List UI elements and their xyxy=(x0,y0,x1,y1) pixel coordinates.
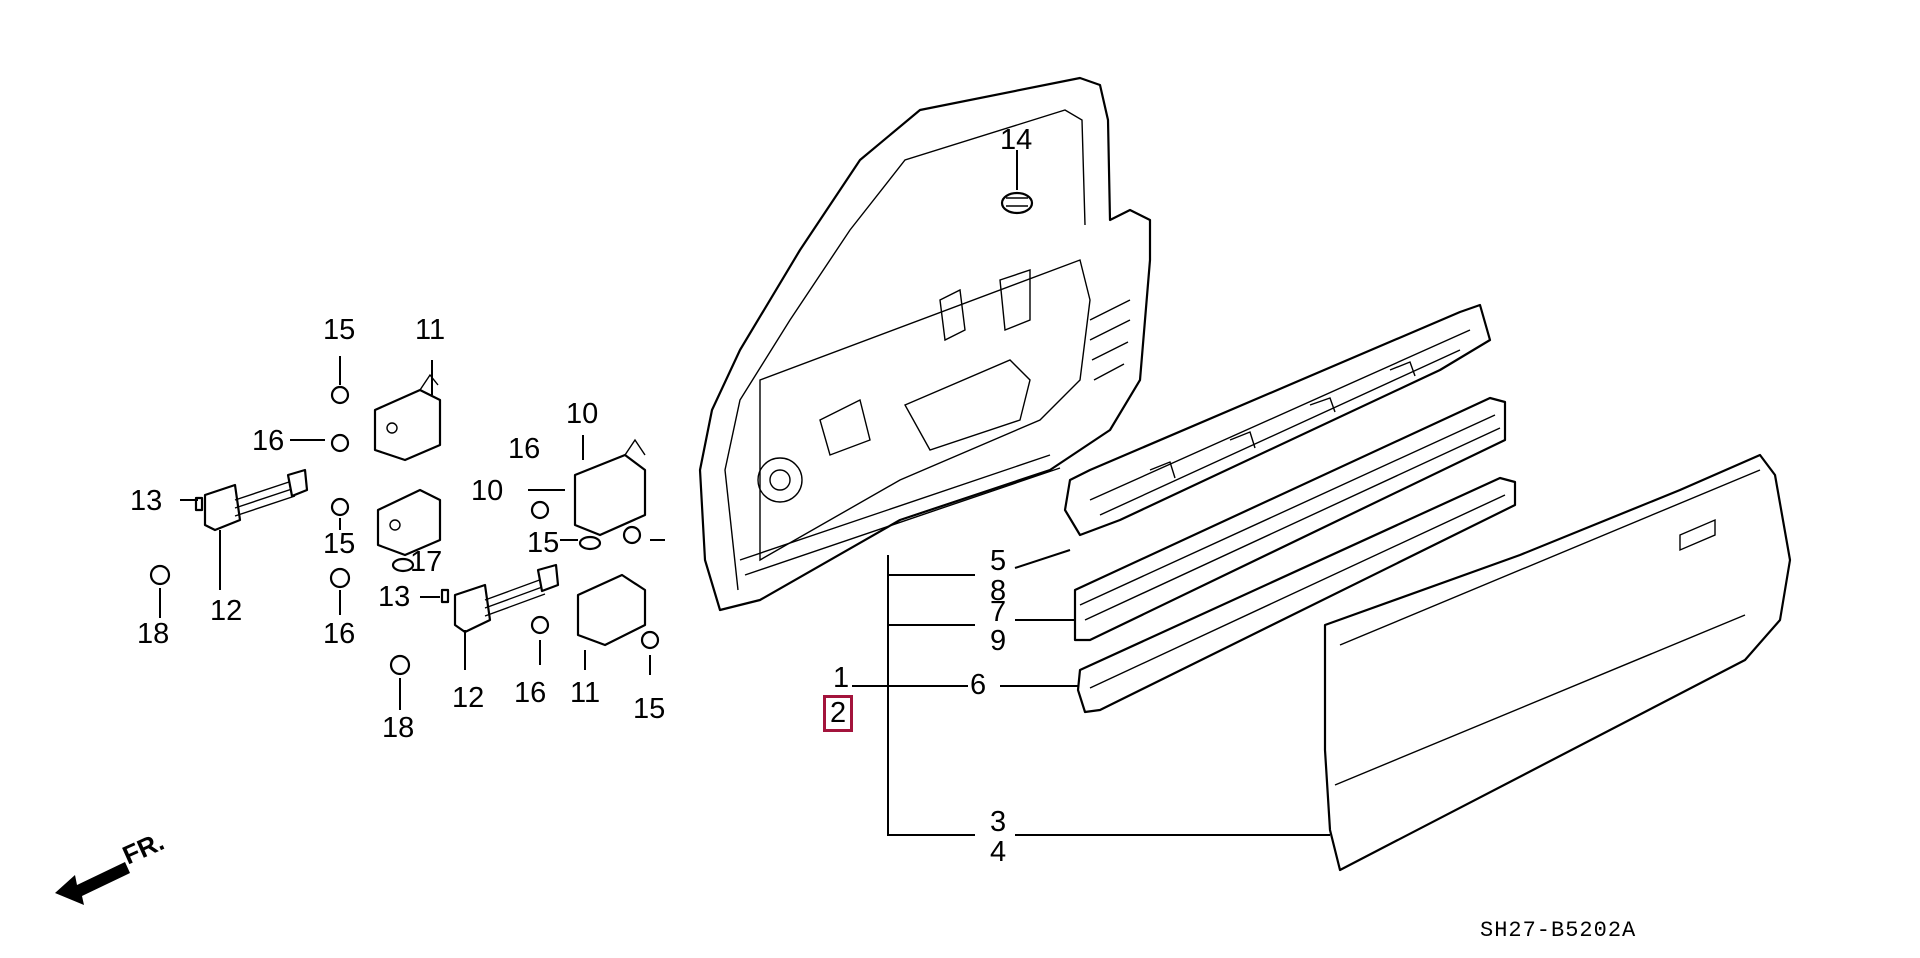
door-outer-skin xyxy=(1323,453,1792,872)
callout-16[interactable]: 16 xyxy=(323,618,356,650)
callout-10[interactable]: 10 xyxy=(471,475,504,507)
diagram-code: SH27-B5202A xyxy=(1480,918,1637,943)
callout-3[interactable]: 3 xyxy=(990,806,1007,838)
callout-11[interactable]: 11 xyxy=(570,677,601,709)
bolt-markers xyxy=(149,385,660,676)
hinge-lower-left xyxy=(376,488,442,557)
hinge-lower-right xyxy=(576,573,647,647)
callout-17[interactable]: 17 xyxy=(410,546,443,578)
callout-16[interactable]: 16 xyxy=(252,425,285,457)
callout-15[interactable]: 15 xyxy=(633,693,666,725)
callout-12[interactable]: 12 xyxy=(210,595,243,627)
grommet-part xyxy=(1000,191,1034,215)
reinforcement-part xyxy=(1063,303,1492,537)
door-inner-panel xyxy=(698,76,1152,612)
callout-2-highlighted[interactable]: 2 xyxy=(822,695,854,732)
hinge-upper-left xyxy=(373,373,442,462)
callout-13[interactable]: 13 xyxy=(130,485,163,517)
callout-12[interactable]: 12 xyxy=(452,682,485,714)
door-checker-right xyxy=(453,563,560,634)
callout-15[interactable]: 15 xyxy=(323,314,356,346)
callout-5[interactable]: 5 xyxy=(990,545,1007,577)
weatherstrip-part xyxy=(1076,476,1517,714)
callout-11[interactable]: 11 xyxy=(415,314,446,346)
callout-16[interactable]: 16 xyxy=(508,433,541,465)
callout-1[interactable]: 1 xyxy=(833,662,850,694)
callout-4[interactable]: 4 xyxy=(990,836,1007,868)
callout-13[interactable]: 13 xyxy=(378,581,411,613)
hinge-upper-right xyxy=(573,438,647,537)
callout-15[interactable]: 15 xyxy=(527,527,560,559)
callout-6[interactable]: 6 xyxy=(970,669,987,701)
callout-8[interactable]: 8 xyxy=(990,575,1007,607)
callout-10[interactable]: 10 xyxy=(566,398,599,430)
front-direction-arrow xyxy=(55,862,130,905)
callout-7[interactable]: 7 xyxy=(990,596,1007,628)
callout-14[interactable]: 14 xyxy=(1000,124,1033,156)
callout-15[interactable]: 15 xyxy=(323,528,356,560)
callout-16[interactable]: 16 xyxy=(514,677,547,709)
callout-18[interactable]: 18 xyxy=(382,712,415,744)
callout-18[interactable]: 18 xyxy=(137,618,170,650)
callout-9[interactable]: 9 xyxy=(990,625,1007,657)
leader-lines xyxy=(159,150,1330,836)
molding-part xyxy=(1073,396,1507,642)
door-checker-left xyxy=(203,468,309,532)
